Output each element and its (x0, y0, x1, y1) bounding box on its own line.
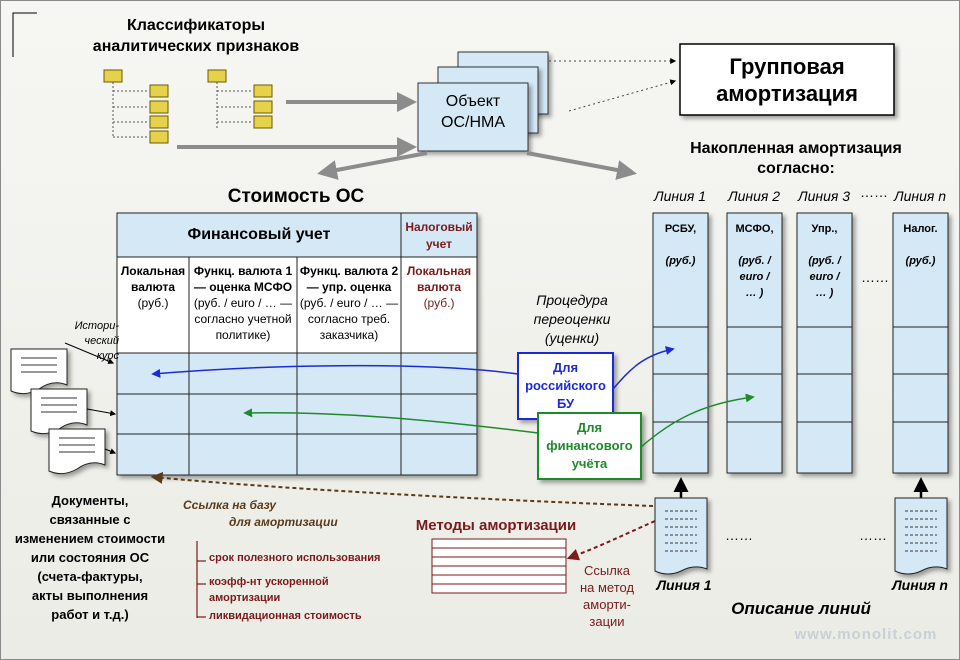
arrow-doc3 (104, 448, 117, 455)
methods-tree (196, 541, 206, 618)
line-n-label: Линия n (893, 188, 947, 204)
object-stack (417, 51, 549, 152)
line-dots-label: …… (860, 184, 888, 200)
corner-bracket (12, 12, 37, 57)
line-1-label: Линия 1 (653, 188, 707, 204)
line-desc-doc-n (894, 497, 948, 575)
line-descriptions-title: Описание линий (731, 599, 871, 618)
document-stack (10, 348, 106, 475)
line-col-rsbu: РСБУ, (руб.) (664, 223, 697, 267)
arrow-to-lines (526, 151, 637, 180)
arrow-to-cost (317, 151, 428, 180)
line-col-upr: Упр., (руб. / euro / … ) (808, 223, 841, 299)
classifier-tree-left (103, 69, 169, 144)
classifier-tree-right (207, 69, 273, 129)
document-lines (21, 357, 95, 453)
blue-arrow-left (151, 364, 519, 378)
method-salvage-value: ликвидационная стоимость (209, 610, 362, 622)
line-columns (652, 212, 949, 474)
mid-dots: …… (861, 269, 889, 285)
dotted-arrow-2 (568, 79, 677, 112)
arrow-doc2 (86, 408, 117, 417)
green-arrow-left (243, 408, 539, 434)
bottom-dots-1: …… (725, 527, 753, 543)
methods-table (431, 538, 567, 594)
for-russian-box (517, 352, 614, 420)
blue-arrow-right (612, 346, 675, 390)
brown-dashed-arrow (150, 471, 654, 507)
bottom-line-1: Линия 1 (656, 577, 712, 593)
line-3-label: Линия 3 (797, 188, 851, 204)
red-dashed-arrow (566, 520, 656, 561)
cost-table (116, 212, 478, 476)
line-desc-doc-1 (654, 497, 708, 575)
bottom-line-n: Линия n (892, 577, 948, 593)
line-col-msfo: МСФО, (руб. / euro / … ) (735, 223, 774, 299)
methods-title: Методы амортизации (415, 517, 577, 534)
cost-title: Стоимость ОС (227, 186, 365, 207)
arrow-doc1 (64, 342, 115, 364)
group-amortization-box (679, 43, 895, 116)
col-func-currency-2: Функц. валюта 2— упр. оценка (руб. / eur… (299, 264, 399, 342)
line-2-label: Линия 2 (727, 188, 781, 204)
bottom-dots-2: …… (859, 527, 887, 543)
watermark: www.monolit.com (794, 626, 938, 643)
green-arrow-right (640, 393, 755, 448)
fin-accounting-header: Финансовый учет (187, 226, 331, 243)
for-financial-box (537, 412, 642, 480)
col-func-currency-1: Функц. валюта 1— оценка МСФО (руб. / eur… (193, 264, 293, 342)
method-useful-life: срок полезного использования (209, 552, 381, 564)
line-col-nalog: Налог. (руб.) (903, 223, 938, 267)
